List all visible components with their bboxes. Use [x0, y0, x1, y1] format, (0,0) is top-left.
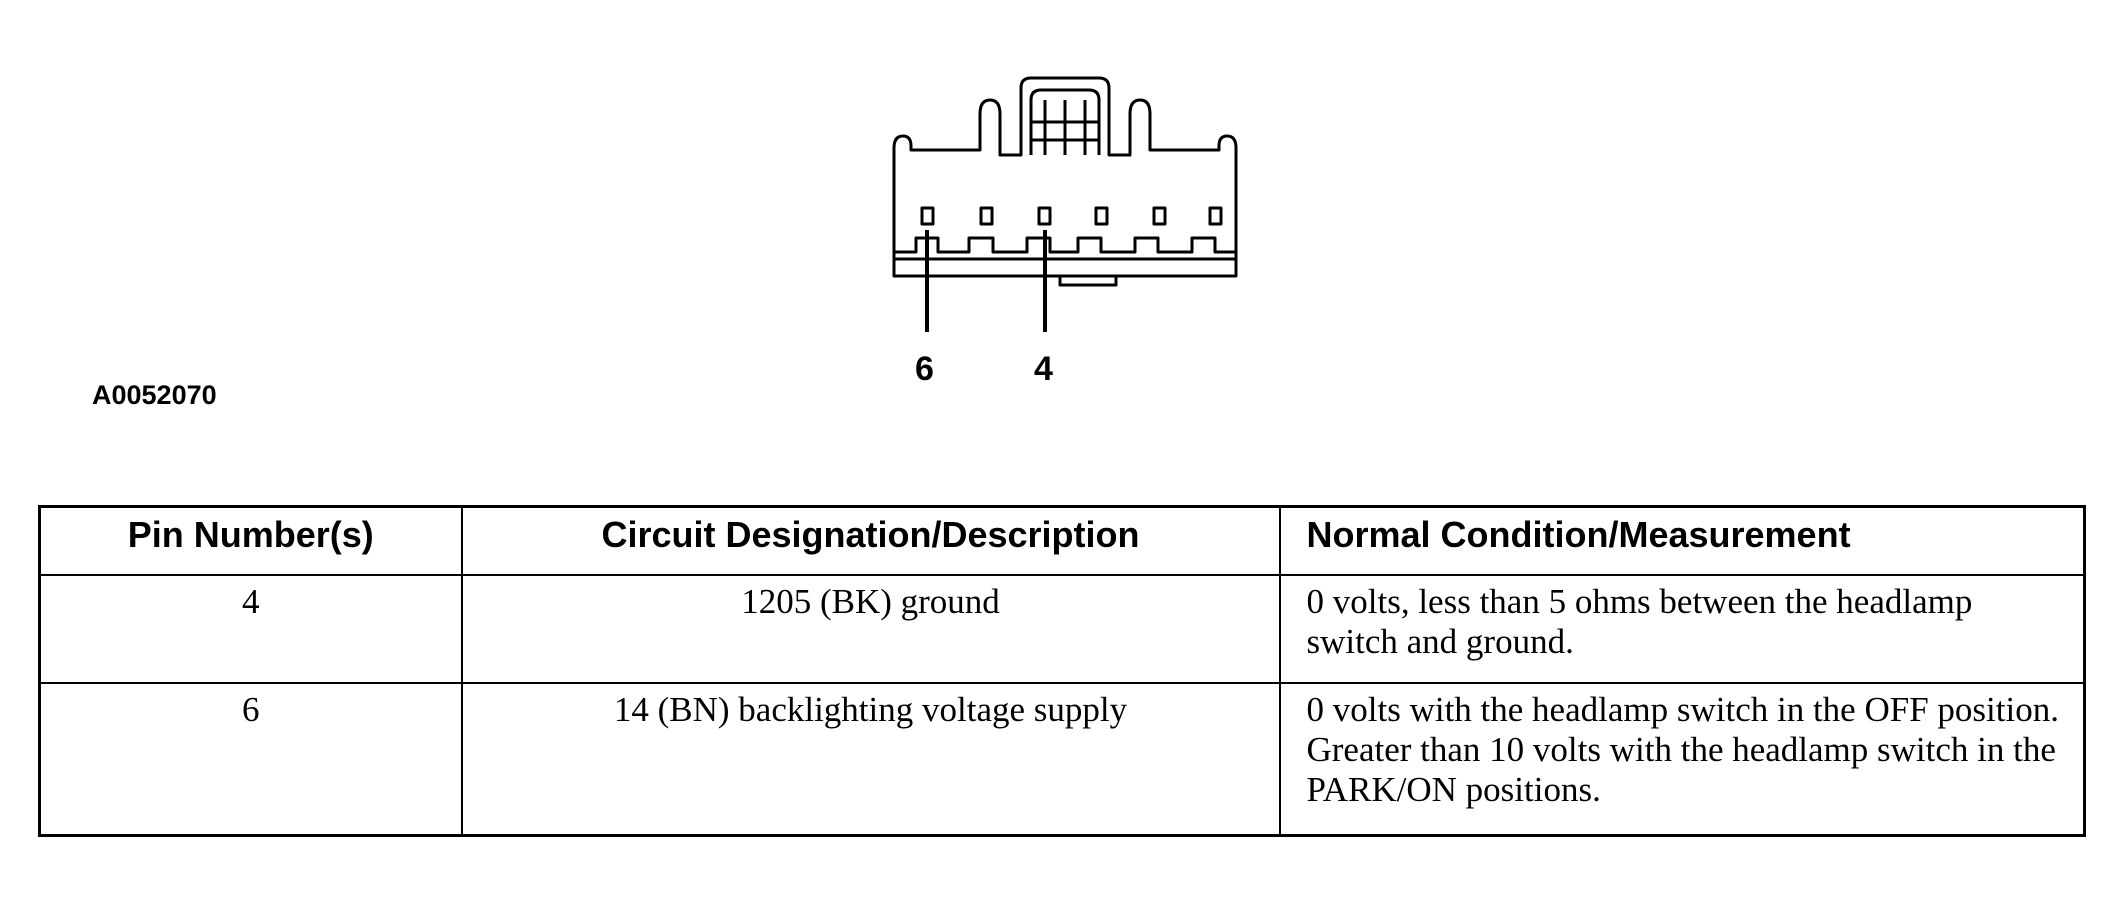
table-row: 6 14 (BN) backlighting voltage supply 0 …: [38, 682, 2086, 837]
cell-condition: 0 volts, less than 5 ohms between the he…: [1278, 574, 2086, 684]
pin-cavity-3: [1094, 206, 1109, 226]
pin-callout-4: 4: [1034, 350, 1053, 388]
header-pin-numbers: Pin Number(s): [38, 505, 463, 576]
pin-cavity-6: [920, 206, 935, 226]
pin-cavity-2: [1152, 206, 1167, 226]
connector-latch: [1029, 88, 1101, 155]
connector-diagram: [892, 76, 1238, 332]
pin-cavity-4: [1037, 206, 1052, 226]
pin-cavity-5: [979, 206, 994, 226]
cell-circuit: 14 (BN) backlighting voltage supply: [460, 682, 1281, 837]
pin-cavity-1: [1208, 206, 1223, 226]
cell-circuit: 1205 (BK) ground: [460, 574, 1281, 684]
connector-body-outline: [892, 76, 1238, 278]
figure-id: A0052070: [92, 380, 217, 410]
terminal-step-profile: [894, 236, 1236, 254]
cell-condition: 0 volts with the headlamp switch in the …: [1278, 682, 2086, 837]
table-row: 4 1205 (BK) ground 0 volts, less than 5 …: [38, 574, 2086, 684]
header-normal-condition: Normal Condition/Measurement: [1278, 505, 2086, 576]
cell-pin: 4: [38, 574, 463, 684]
connector-key: [1058, 276, 1118, 287]
header-circuit-description: Circuit Designation/Description: [460, 505, 1281, 576]
pin-callout-6: 6: [915, 350, 934, 388]
pin-table: Pin Number(s) Circuit Designation/Descri…: [38, 505, 2086, 837]
table-header-row: Pin Number(s) Circuit Designation/Descri…: [38, 505, 2086, 576]
cell-pin: 6: [38, 682, 463, 837]
